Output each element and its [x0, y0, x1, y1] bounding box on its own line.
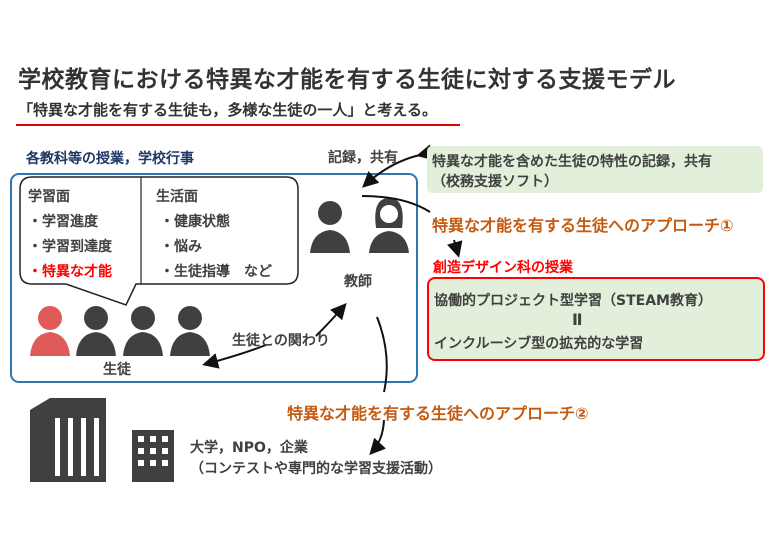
- learning-heading: 学習面: [28, 189, 70, 205]
- record-label: 記録，共有: [328, 150, 398, 166]
- classroom-box: [10, 173, 418, 383]
- interaction-label: 生徒との関わり: [232, 333, 330, 349]
- interaction-arrow-down: [202, 344, 267, 369]
- learning-item: ・学習進度: [28, 214, 98, 230]
- life-item: ・健康状態: [160, 214, 230, 230]
- subtitle: 「特異な才能を有する生徒も，多様な生徒の一人」と考える。: [18, 101, 437, 119]
- design-class-line2: インクルーシブ型の拡充的な学習: [434, 336, 644, 352]
- student-label: 生徒: [103, 362, 131, 378]
- design-class-heading: 創造デザイン科の授業: [433, 260, 573, 276]
- teacher-label: 教師: [344, 274, 372, 290]
- external-line2: （コンテストや専門的な学習支援活動）: [190, 461, 442, 477]
- teacher-male-icon: [310, 201, 350, 253]
- interaction-arrow-up: [315, 302, 347, 337]
- approach1-down-arrow: [447, 239, 463, 258]
- approach2-curve: [376, 316, 388, 393]
- life-item: ・生徒指導 など: [160, 264, 272, 280]
- equals-sign: Ⅱ: [572, 310, 583, 329]
- page-title: 学校教育における特異な才能を有する生徒に対する支援モデル: [18, 67, 676, 93]
- subtitle-underline: [16, 124, 460, 126]
- record-box: [427, 146, 763, 193]
- classroom-heading: 各教科等の授業，学校行事: [26, 151, 194, 167]
- speech-bubble: [19, 176, 299, 306]
- student-icon: [170, 306, 210, 356]
- teacher-female-icon: [369, 198, 409, 253]
- approach1-label: 特異な才能を有する生徒へのアプローチ①: [432, 216, 734, 235]
- learning-item: ・学習到達度: [28, 239, 112, 255]
- university-building-icon: [30, 398, 106, 482]
- life-item: ・悩み: [160, 239, 202, 255]
- record-line2: （校務支援ソフト）: [432, 174, 558, 190]
- student-icon: [123, 306, 163, 356]
- learning-item-highlight: ・特異な才能: [28, 264, 112, 280]
- approach1-curve: [361, 195, 431, 213]
- design-class-box: [427, 277, 765, 361]
- life-heading: 生活面: [156, 189, 198, 205]
- record-line1: 特異な才能を含めた生徒の特性の記録，共有: [432, 154, 712, 170]
- record-arrow: [362, 144, 434, 188]
- approach2-arrow: [369, 419, 387, 455]
- external-line1: 大学，NPO，企業: [190, 440, 308, 456]
- approach2-label: 特異な才能を有する生徒へのアプローチ②: [287, 404, 589, 423]
- design-class-line1: 協働的プロジェクト型学習（STEAM教育）: [434, 293, 712, 309]
- office-building-icon: [132, 430, 174, 482]
- student-icon: [76, 306, 116, 356]
- student-highlighted-icon: [30, 306, 70, 356]
